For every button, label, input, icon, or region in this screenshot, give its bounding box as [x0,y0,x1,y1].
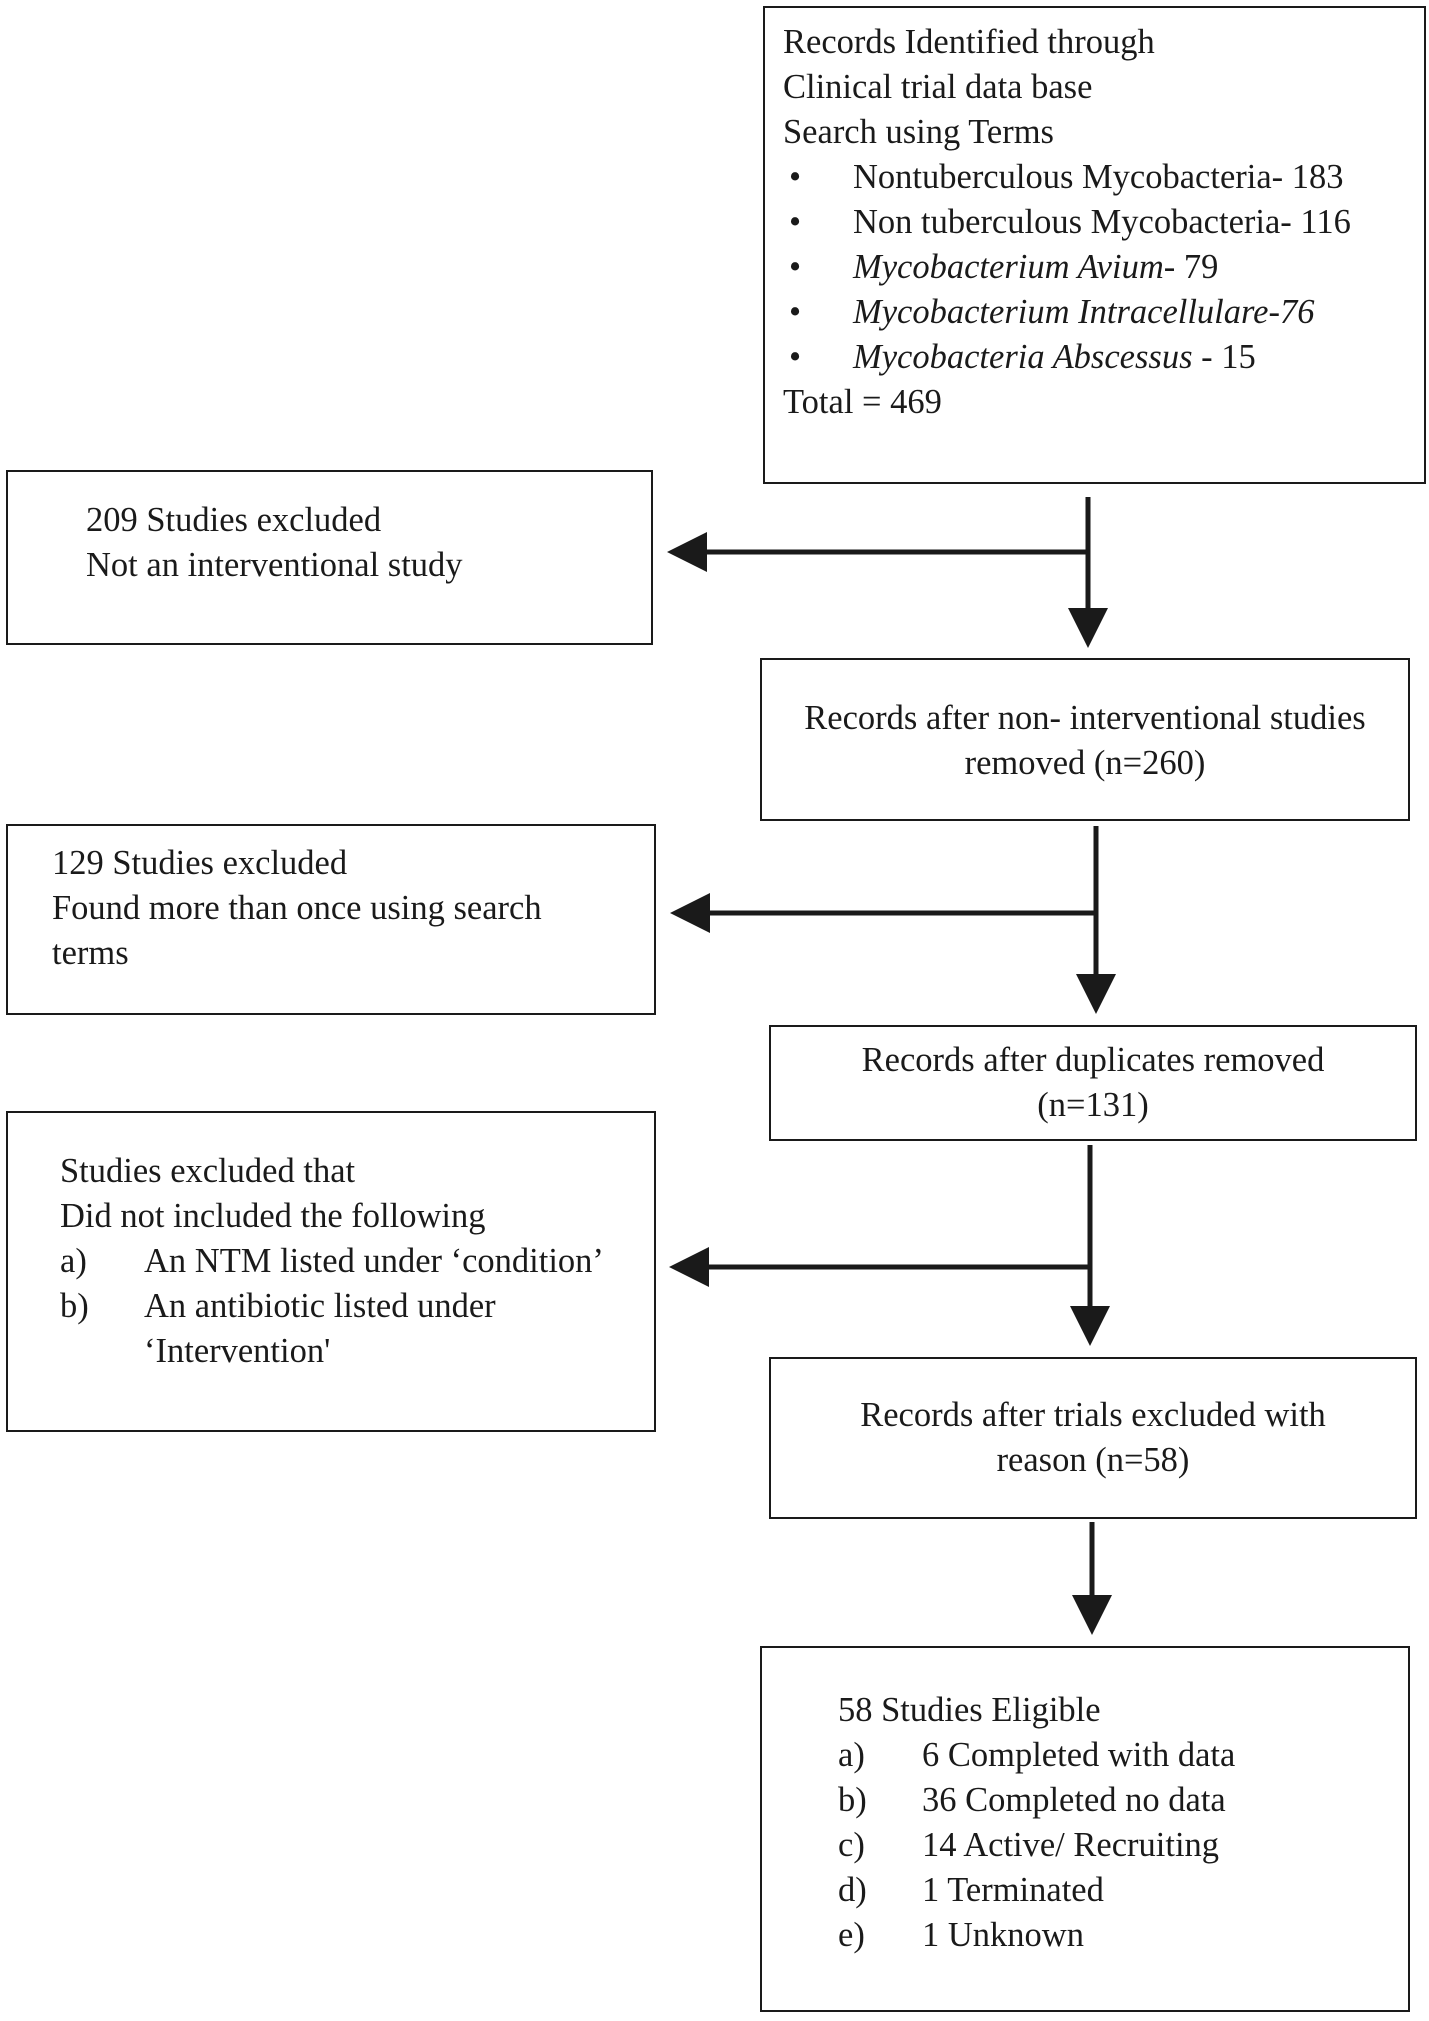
bullet-3: • [789,248,802,286]
records-2-line-2: (n=131) [1037,1086,1149,1124]
eligible-item-e-letter: e) [838,1916,865,1954]
exclusion-1-line-1: 209 Studies excluded [86,501,382,539]
exclusion-3-item-a-letter: a) [60,1242,87,1280]
eligible-item-a-letter: a) [838,1736,865,1774]
eligible-studies-box: 58 Studies Eligible a) 6 Completed with … [760,1646,1410,2012]
search-term-5: Mycobacteria Abscessus - 15 [853,338,1256,376]
eligible-title: 58 Studies Eligible [838,1691,1101,1729]
exclusion-box-3: Studies excluded that Did not included t… [6,1111,656,1432]
records-3-line-1: Records after trials excluded with [860,1396,1326,1434]
records-box-1: Records after non- interventional studie… [760,658,1410,821]
records-3-line-2: reason (n=58) [996,1441,1190,1479]
bullet-4: • [789,293,802,331]
eligible-item-c-letter: c) [838,1826,865,1864]
search-title-line-3: Search using Terms [783,113,1054,151]
records-box-3: Records after trials excluded with reaso… [769,1357,1417,1519]
eligible-item-d: 1 Terminated [922,1871,1104,1909]
bullet-1: • [789,158,802,196]
eligible-item-e: 1 Unknown [922,1916,1084,1954]
exclusion-3-item-b-cont: ‘Intervention' [144,1332,331,1370]
exclusion-3-item-b: An antibiotic listed under [144,1287,496,1325]
search-title-line-2: Clinical trial data base [783,68,1093,106]
exclusion-3-line-2: Did not included the following [60,1197,486,1235]
exclusion-2-line-1: 129 Studies excluded [52,844,348,882]
records-2-line-1: Records after duplicates removed [861,1041,1325,1079]
eligible-item-b-letter: b) [838,1781,867,1819]
exclusion-2-line-3: terms [52,934,129,972]
exclusion-3-line-1: Studies excluded that [60,1152,356,1190]
eligible-item-a: 6 Completed with data [922,1736,1236,1774]
search-term-4: Mycobacterium Intracellulare-76 [853,293,1315,331]
exclusion-box-2: 129 Studies excluded Found more than onc… [6,824,656,1015]
search-term-2: Non tuberculous Mycobacteria- 116 [853,203,1351,241]
search-total: Total = 469 [783,383,942,421]
search-term-1: Nontuberculous Mycobacteria- 183 [853,158,1344,196]
exclusion-3-item-a: An NTM listed under ‘condition’ [144,1242,604,1280]
exclusion-2-line-2: Found more than once using search [52,889,542,927]
eligible-item-d-letter: d) [838,1871,867,1909]
search-records-box: Records Identified through Clinical tria… [763,6,1426,484]
eligible-item-c: 14 Active/ Recruiting [922,1826,1220,1864]
exclusion-box-1: 209 Studies excluded Not an intervention… [6,470,653,645]
bullet-2: • [789,203,802,241]
exclusion-3-item-b-letter: b) [60,1287,89,1325]
records-1-line-1: Records after non- interventional studie… [804,699,1366,737]
search-title-line-1: Records Identified through [783,23,1155,61]
records-box-2: Records after duplicates removed (n=131) [769,1025,1417,1141]
exclusion-1-line-2: Not an interventional study [86,546,463,584]
records-1-line-2: removed (n=260) [964,744,1206,782]
bullet-5: • [789,338,802,376]
search-term-3: Mycobacterium Avium- 79 [853,248,1219,286]
eligible-item-b: 36 Completed no data [922,1781,1226,1819]
